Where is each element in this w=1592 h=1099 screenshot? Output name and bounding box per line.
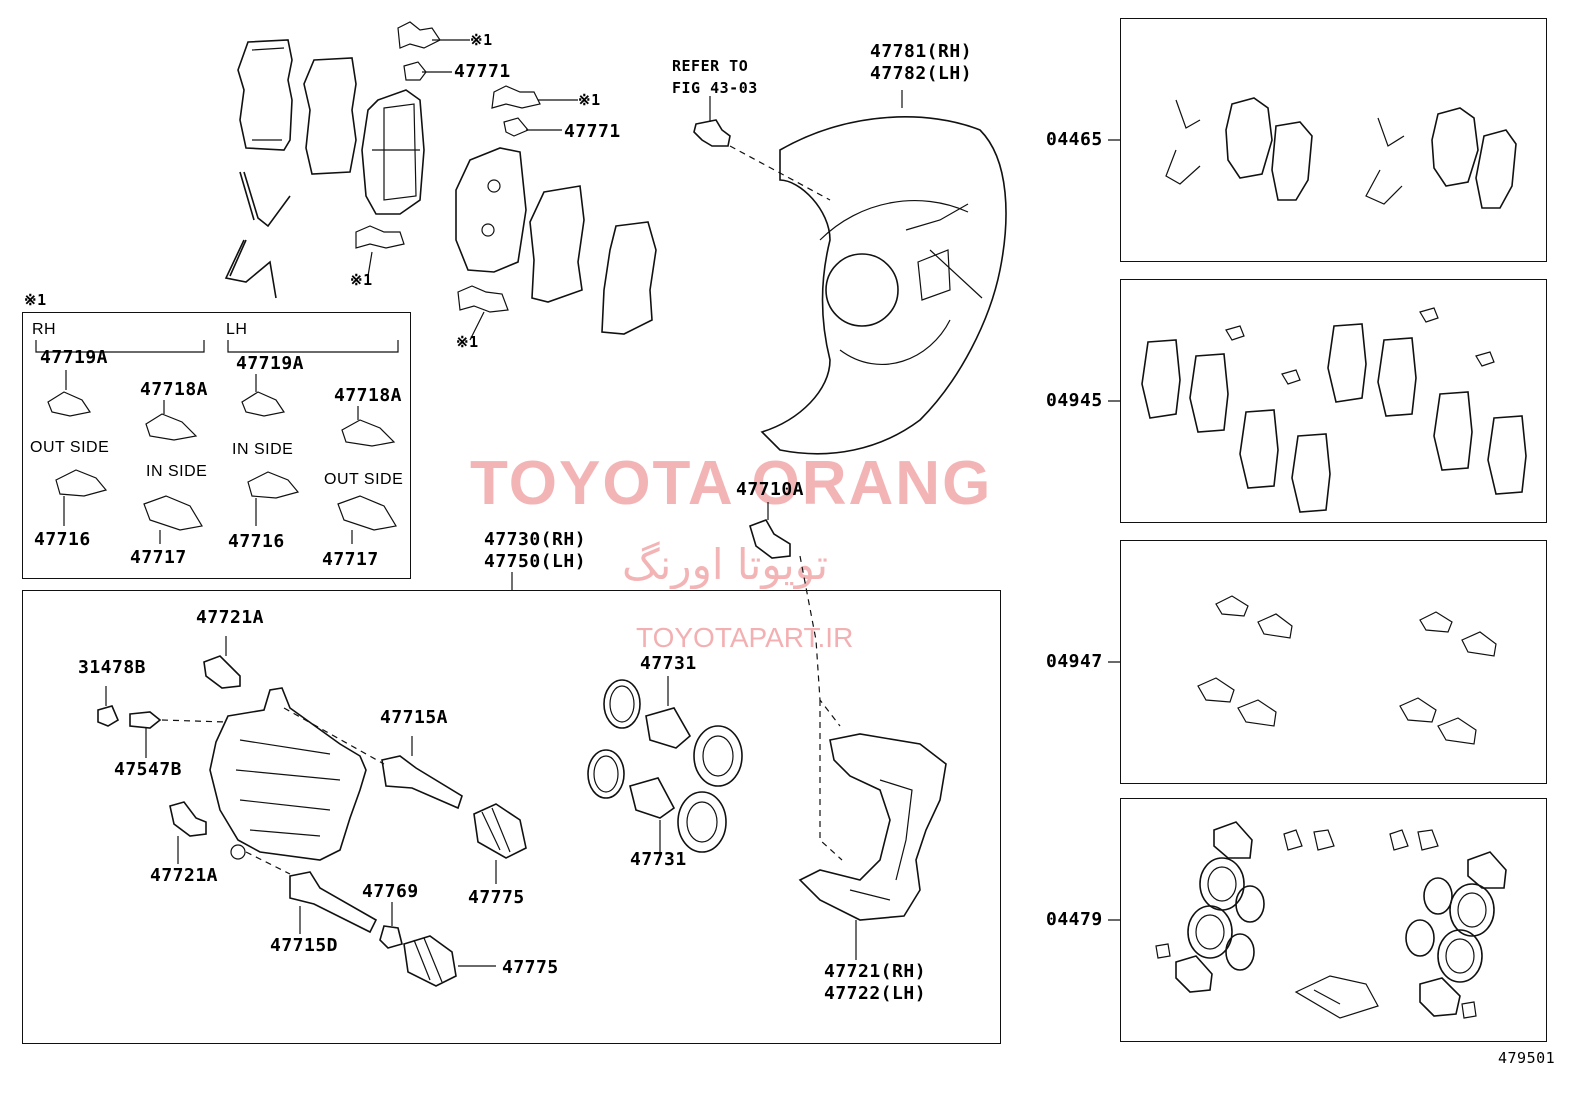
label-47731-a: 47731 [640,653,697,674]
label-47722-lh: 47722(LH) [824,983,927,1004]
inset-lh-out-side: OUT SIDE [324,471,404,488]
inset-rh-out-side: OUT SIDE [30,439,110,456]
shim-inset-box [22,312,411,579]
inset-lh-47716: 47716 [228,531,285,552]
kit-code-04945: 04945 [1046,390,1103,411]
label-mark1-d: ※1 [456,333,479,351]
bushing-47769 [379,925,403,949]
label-47750-lh: 47750(LH) [484,551,587,572]
caliper-assembly-box [22,590,1001,1044]
watermark-brand: TOYOTA ORANG [470,449,993,518]
boot-ring-lower [677,791,727,853]
inset-rh: RH [32,321,57,338]
label-47775-a: 47775 [468,887,525,908]
piston-upper [645,707,692,749]
label-47782-lh: 47782(LH) [870,63,973,84]
pad-shim-4 [601,221,657,335]
bolt-47721A-bottom [169,801,207,837]
kit-box-04947 [1120,540,1547,784]
inset-lh-in-side: IN SIDE [232,441,294,458]
label-mark1-a: ※1 [470,31,493,49]
kit-code-04479: 04479 [1046,909,1103,930]
pad-shim-1 [237,39,293,151]
label-47547B: 47547B [114,759,183,780]
inset-rh-47719A: 47719A [40,347,109,368]
pad-shim-3 [529,185,585,303]
piston-lower [629,777,676,819]
kit-box-04479 [1120,798,1547,1042]
cap-31478B [97,705,120,727]
seal-47731-upper [603,679,641,729]
kit-04465-items [1165,97,1517,209]
caliper-body [209,687,367,861]
label-47721-rh: 47721(RH) [824,961,927,982]
inset-lh: LH [226,321,248,338]
label-fig-ref: FIG 43-03 [672,79,758,97]
brake-pad-outer [361,89,425,215]
kit-04479-items [1155,821,1507,1019]
label-47710A: 47710A [736,479,805,500]
kit-code-04465: 04465 [1046,129,1103,150]
boot-47775-top [473,803,527,859]
bolt-47710A [749,502,791,559]
kit-04945-items [1141,307,1527,513]
kit-box-04465 [1120,18,1547,262]
label-mark1-b: ※1 [578,91,601,109]
inset-rh-47718A: 47718A [140,379,209,400]
inset-rh-47716: 47716 [34,529,91,550]
label-31478B: 31478B [78,657,147,678]
bleeder-47547B [129,711,162,729]
label-mark1-c: ※1 [350,271,373,289]
pad-shim-2 [303,57,357,175]
caliper-mounting-bracket [798,733,947,921]
label-47775-b: 47775 [502,957,559,978]
watermark-persian: تویوتا اورنگ [622,540,829,589]
kit-04947-items [1197,595,1497,745]
figure-number: 479501 [1498,1049,1556,1067]
anti-rattle-spring [224,171,291,299]
inset-rh-47717: 47717 [130,547,187,568]
seal-47731-lower [587,749,625,799]
label-47731-b: 47731 [630,849,687,870]
boot-47775-bottom [403,935,457,987]
disc-brake-dust-cover [760,90,1007,455]
kit-box-04945 [1120,279,1547,523]
label-47769: 47769 [362,881,419,902]
inset-rh-in-side: IN SIDE [146,463,208,480]
slide-pin-47715D [289,871,378,934]
inset-lh-47717: 47717 [322,549,379,570]
kit-code-04947: 04947 [1046,651,1103,672]
label-47771-a: 47771 [454,61,511,82]
label-47715D: 47715D [270,935,339,956]
label-47781-rh: 47781(RH) [870,41,973,62]
bolt-refer [693,96,731,147]
label-47715A: 47715A [380,707,449,728]
label-47721A-top: 47721A [196,607,265,628]
inset-lh-47719A: 47719A [236,353,305,374]
label-47771-b: 47771 [564,121,621,142]
slide-pin-47715A [381,755,463,810]
inset-shims [47,391,397,531]
label-refer-to: REFER TO [672,57,749,75]
label-mark1-box: ※1 [24,291,47,309]
brake-pad-inner [455,147,527,273]
boot-ring-upper [693,725,743,787]
label-47721A-bottom: 47721A [150,865,219,886]
inset-lh-47718A: 47718A [334,385,403,406]
bolt-47721A-top [203,655,241,689]
label-47730-rh: 47730(RH) [484,529,587,550]
